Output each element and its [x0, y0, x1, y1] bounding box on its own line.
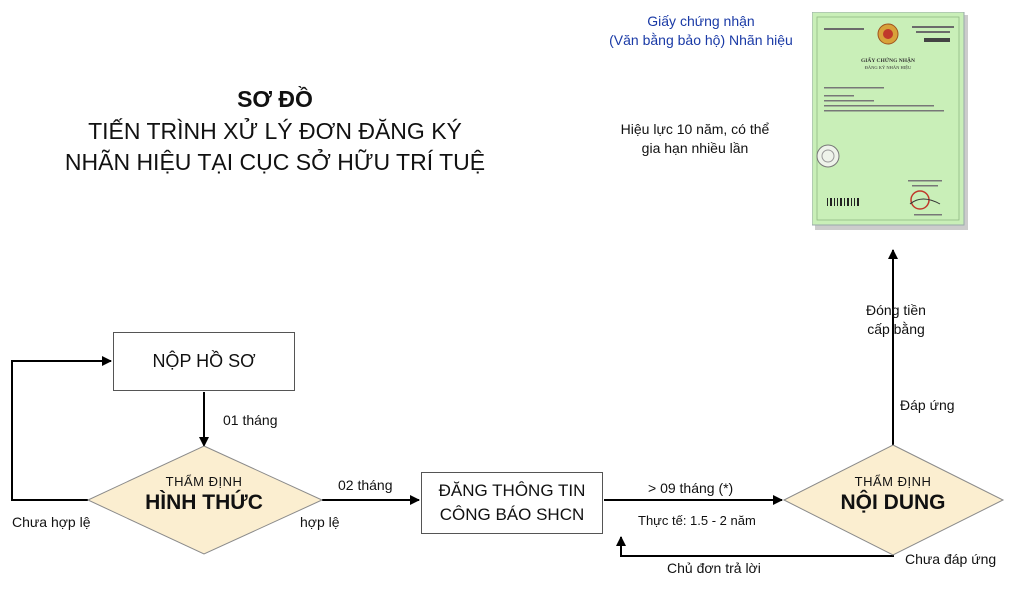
- node-dang-thong-tin: ĐĂNG THÔNG TIN CÔNG BÁO SHCN: [421, 472, 603, 534]
- label-chua-hop-le: Chưa hợp lệ: [12, 514, 91, 530]
- certificate-doc-subtitle: ĐĂNG KÝ NHÃN HIỆU: [865, 65, 912, 70]
- label-01-thang: 01 tháng: [223, 412, 278, 428]
- label-chua-dap-ung: Chưa đáp ứng: [905, 551, 997, 567]
- label-thuc-te: Thực tế: 1.5 - 2 năm: [638, 513, 756, 528]
- node-hinh-thuc-big: HÌNH THỨC: [145, 491, 263, 514]
- node-noi-dung-big: NỘI DUNG: [840, 491, 946, 514]
- certificate-image: GIẤY CHỨNG NHẬN ĐĂNG KÝ NHÃN HIỆU: [812, 12, 968, 230]
- label-02-thang: 02 tháng: [338, 477, 393, 493]
- label-dong-tien-2: cấp bằng: [867, 321, 925, 337]
- seal-stamp-icon: [816, 144, 840, 168]
- label-chu-don-tra-loi: Chủ đơn trả lời: [667, 560, 761, 576]
- validity-line-2: gia hạn nhiều lần: [641, 140, 749, 156]
- diamond-hinh-thuc: [86, 445, 324, 555]
- node-dang-line-1: ĐĂNG THÔNG TIN: [438, 481, 586, 500]
- edge-chua-hop-le-loop: [11, 356, 112, 501]
- node-dang-line-2: CÔNG BÁO SHCN: [439, 505, 585, 524]
- certificate-caption-1: Giấy chứng nhận: [647, 13, 755, 29]
- diamond-noi-dung: [782, 444, 1005, 556]
- label-09-thang: > 09 tháng (*): [648, 480, 734, 496]
- diagram-subtitle-line-1: TIẾN TRÌNH XỬ LÝ ĐƠN ĐĂNG KÝ: [88, 118, 462, 144]
- certificate-caption-2: (Văn bằng bảo hộ) Nhãn hiệu: [609, 32, 793, 48]
- label-hop-le: hợp lệ: [300, 514, 340, 530]
- diagram-subtitle-line-2: NHÃN HIỆU TẠI CỤC SỞ HỮU TRÍ TUỆ: [64, 149, 486, 175]
- label-dong-tien-1: Đóng tiền: [866, 302, 926, 318]
- node-hinh-thuc-small: THẨM ĐỊNH: [165, 474, 243, 489]
- node-nop-ho-so-label: NỘP HỒ SƠ: [152, 351, 256, 371]
- label-dap-ung: Đáp ứng: [900, 397, 955, 413]
- certificate-doc-title: GIẤY CHỨNG NHẬN: [861, 56, 915, 64]
- node-nop-ho-so: NỘP HỒ SƠ: [113, 332, 295, 391]
- edge-chua-dap-ung-loop: [616, 536, 894, 557]
- barcode-icon: [827, 198, 859, 206]
- diagram-title: SƠ ĐỒ: [237, 86, 313, 112]
- node-noi-dung-small: THẨM ĐỊNH: [854, 474, 932, 489]
- validity-line-1: Hiệu lực 10 năm, có thể: [620, 121, 770, 137]
